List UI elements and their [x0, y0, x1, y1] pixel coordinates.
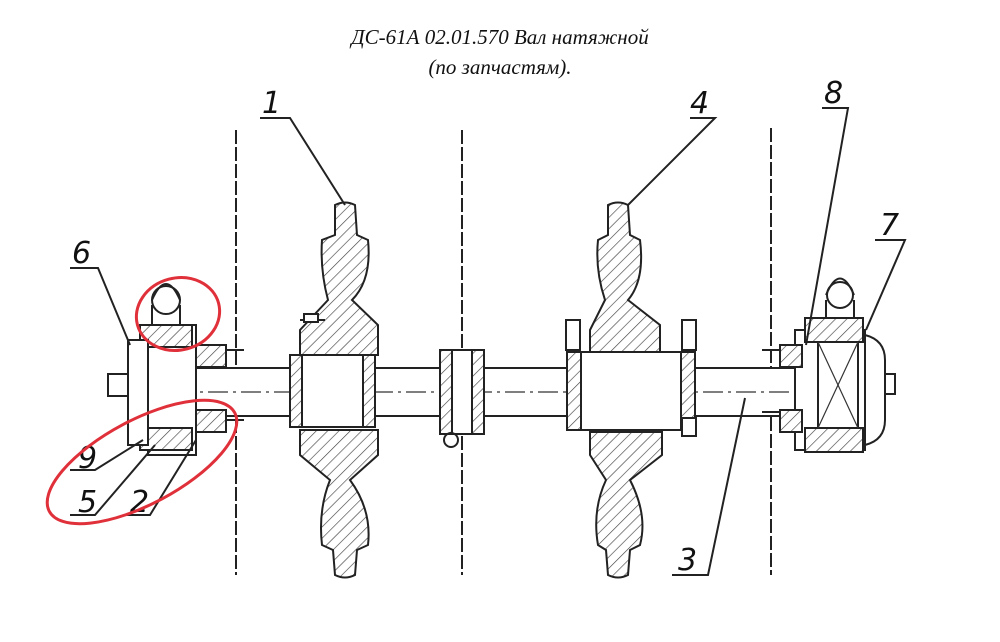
- sprocket-left: [289, 201, 379, 579]
- callout-3: 3: [678, 543, 697, 578]
- highlight-marks: [45, 276, 239, 526]
- callout-7: 7: [880, 208, 899, 243]
- callout-6: 6: [72, 236, 91, 271]
- title-line-1: ДС-61А 02.01.570 Вал натяжной: [351, 25, 649, 49]
- highlight-ellipse-bottom: [45, 398, 239, 526]
- right-bearing-housing: [762, 277, 896, 453]
- callout-1: 1: [262, 86, 281, 121]
- sprocket-right: [565, 201, 697, 579]
- title-line-2: (по запчастям).: [428, 55, 572, 79]
- callout-labels: 1 4 8 7 6 9 5 2 3: [72, 76, 899, 578]
- drawing-title: ДС-61А 02.01.570 Вал натяжной (по запчас…: [0, 22, 1000, 82]
- highlight-circle-top: [134, 276, 222, 352]
- callout-5: 5: [78, 485, 97, 520]
- callout-8: 8: [824, 76, 843, 111]
- main-shaft: [174, 349, 796, 448]
- callout-2: 2: [130, 485, 149, 520]
- callout-4: 4: [690, 86, 709, 121]
- leader-lines: [70, 107, 907, 576]
